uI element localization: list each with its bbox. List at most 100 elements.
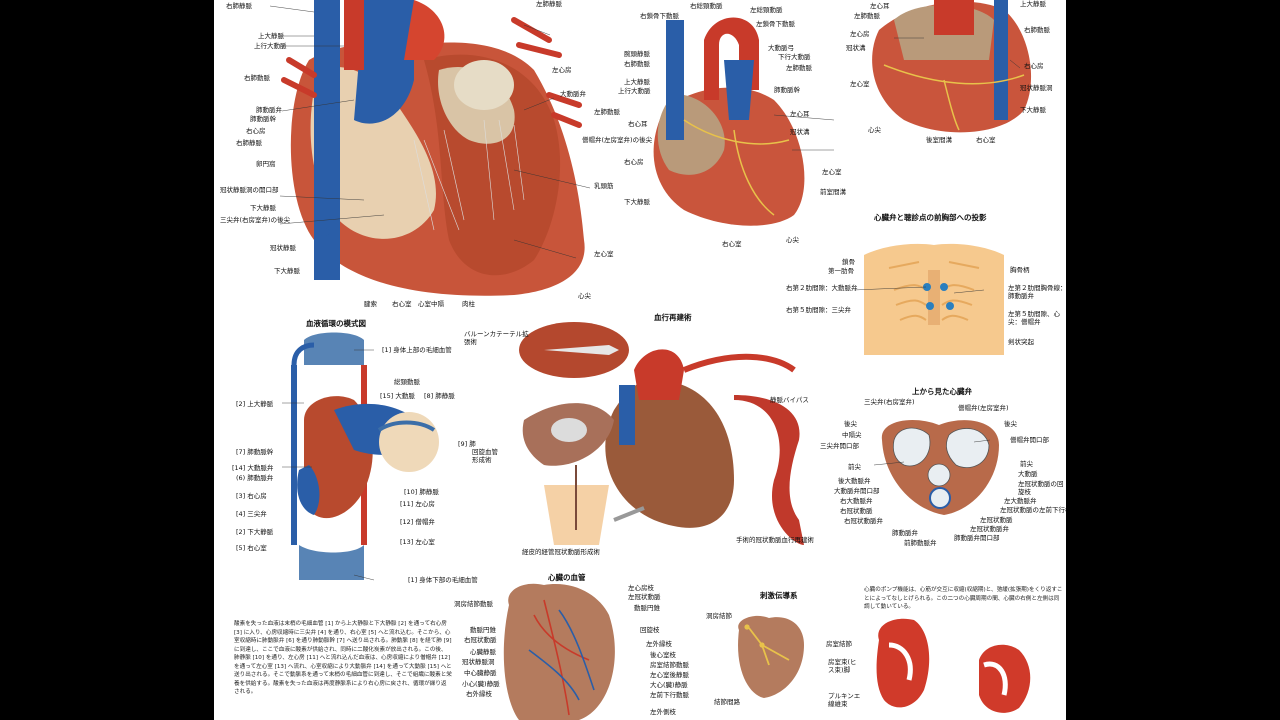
- label-front-pulmonary-trunk: 肺動脈幹: [774, 86, 800, 94]
- label-right-atrium: 右心房: [246, 127, 266, 135]
- valves-top-illustration: [881, 420, 999, 515]
- label-mitral-posterior: 僧帽弁(左房室弁)の後尖: [582, 136, 653, 144]
- label-tricuspid-posterior: 三尖弁(右房室弁)の後尖: [220, 216, 291, 224]
- label-circ-svc: [2] 上大静脈: [236, 400, 274, 408]
- label-aortic-valve: 大動脈弁: [560, 90, 586, 98]
- label-front-left-ventricle: 左心室: [822, 168, 842, 176]
- label-v-right-aortic: 右大動脈弁: [840, 497, 873, 505]
- label-c-conus: 動脈円錐: [634, 604, 660, 612]
- label-front-left-common-carotid: 左総頸動脈: [750, 6, 783, 14]
- leader-lines: [269, 5, 1021, 581]
- label-left-pulmonary-artery: 左肺動脈: [594, 108, 620, 116]
- label-v-tricuspid: 三尖弁(右房室弁): [864, 398, 915, 406]
- pump-note: 心臓のポンプ機能は、心筋が交互に収縮(収縮期)と、弛緩(拡張期)をくり返すことに…: [864, 587, 1063, 610]
- label-percutaneous: 経皮的経管冠状動脈形成術: [522, 548, 600, 556]
- label-c-left-marginal-b: 左外側枝: [650, 708, 676, 716]
- label-svc: 上大静脈: [258, 32, 284, 40]
- label-circ-tricuspid: [4] 三尖弁: [236, 510, 267, 518]
- label-back-right-atrium: 右心房: [1024, 62, 1044, 70]
- label-back-posterior-groove: 後室間溝: [926, 136, 952, 144]
- label-circ-lung: [9] 肺: [458, 440, 476, 448]
- label-right-pulmonary-artery: 右肺動脈: [244, 74, 270, 82]
- label-c-anterior-descending: 左前下行動脈: [650, 691, 689, 699]
- label-c-circumflex: 回旋枝: [640, 626, 660, 634]
- label-v-left-coronary-anterior: 左冠状動脈の左前下行枝: [1000, 506, 1066, 514]
- label-front-anterior-groove: 前室間溝: [820, 188, 846, 196]
- label-balloon: バルーンカテーテル拡張術: [464, 330, 529, 346]
- label-ivc-bottom: 下大静脈: [274, 267, 300, 275]
- label-c-small-cardiac: 中心臓静脈: [464, 669, 497, 677]
- label-back-right-pulmonary-artery: 右肺動脈: [1024, 26, 1050, 34]
- label-c-posterior-ventricular: 後心室枝: [650, 651, 676, 659]
- label-v-anterior: 前尖: [848, 463, 861, 471]
- label-v-aortic-opening: 大動脈弁開口部: [834, 487, 880, 495]
- label-back-apex: 心尖: [868, 126, 881, 134]
- auscultation-torso-illustration: [864, 243, 1004, 355]
- label-front-left-auricle: 左心耳: [790, 110, 810, 118]
- label-pulmonary-valve: 肺動脈弁: [256, 106, 282, 114]
- label-circ-left-ventricle: [13] 左心室: [400, 538, 435, 546]
- label-front-right-common-carotid: 右総頸動脈: [690, 2, 723, 10]
- label-septum: 心室中隔: [418, 300, 444, 308]
- label-c-left-coronary: 左冠状動脈: [628, 593, 661, 601]
- label-v-posterior-aortic: 後大動脈弁: [838, 477, 871, 485]
- label-back-left-atrium: 左心房: [850, 30, 870, 38]
- pump-cycle-illustration: [876, 618, 1031, 713]
- revascularization-illustration: [519, 322, 804, 545]
- label-circ-right-ventricle: [5] 右心室: [236, 544, 267, 552]
- label-back-ivc: 下大静脈: [1020, 106, 1046, 114]
- label-v-tricuspid-opening: 三尖弁開口部: [820, 442, 859, 450]
- label-front-right-auricle: 右心耳: [628, 120, 648, 128]
- label-common-carotid: 総頸動脈: [394, 378, 420, 386]
- label-back-coronary-sinus: 冠状静脈洞: [1020, 84, 1053, 92]
- label-av-node: 房室結節: [826, 640, 852, 648]
- label-circ-left-atrium: [11] 左心房: [400, 500, 435, 508]
- label-front-ascending-aorta: 上行大動脈: [618, 87, 651, 95]
- anatomy-poster: 右肺静脈 上大静脈 上行大動脈 右肺動脈 肺動脈弁 肺動脈幹 右心房 右肺静脈 …: [214, 0, 1066, 720]
- label-v-pulmonary-valve: 肺動脈弁: [892, 529, 918, 537]
- label-upper-capillary: [1] 身体上部の毛細血管: [382, 346, 452, 354]
- label-c-coronary-sinus: 冠状静脈洞: [462, 658, 495, 666]
- label-back-coronary-groove: 冠状溝: [846, 44, 866, 52]
- label-ivc: 下大静脈: [250, 204, 276, 212]
- label-right-ventricle: 右心室: [392, 300, 412, 308]
- label-c-great-vein: 大心(臓)静脈: [650, 681, 688, 689]
- label-back-left-pulmonary-artery: 左肺動脈: [854, 12, 880, 20]
- label-c-right-marginal: 右外縁枝: [466, 690, 492, 698]
- label-v-mitral: 僧帽弁(左房室弁): [958, 404, 1009, 412]
- coronary-vessels-illustration: [503, 583, 615, 720]
- label-left-atrium: 左心房: [552, 66, 572, 74]
- coronary-title: 心臓の血管: [548, 573, 586, 582]
- label-c-left-marginal: 左外縁枝: [646, 640, 672, 648]
- circulation-description: 酸素を失った血液は末梢の毛細血管 [1] から上大静脈と下大静脈 [2] を通っ…: [234, 621, 452, 695]
- label-circ-pulmonary-trunk: [7] 肺動脈幹: [236, 448, 274, 456]
- label-papillary-muscle: 乳頭筋: [594, 182, 614, 190]
- label-coronary-sinus: 冠状静脈: [270, 244, 296, 252]
- poster-artwork: [269, 0, 1032, 720]
- label-circ-mitral: [12] 僧帽弁: [400, 518, 435, 526]
- label-front-coronary-groove: 冠状溝: [790, 128, 810, 136]
- label-clavicle: 鎖骨: [842, 258, 855, 266]
- label-first-rib: 第一肋骨: [828, 267, 854, 275]
- heart-back-illustration: [872, 0, 1032, 133]
- label-left-2nd: 左第２肋間胸骨線：肺動脈弁: [1008, 284, 1066, 300]
- label-front-aortic-arch: 大動脈弓: [768, 44, 794, 52]
- heart-section-illustration: [281, 0, 585, 296]
- label-front-svc: 上大静脈: [624, 78, 650, 86]
- label-front-apex: 心尖: [786, 236, 799, 244]
- label-v-mitral-opening: 僧帽弁開口部: [1010, 436, 1049, 444]
- label-c-middle-cardiac: 小心(臓)静脈: [462, 680, 500, 688]
- label-circ-right-atrium: [3] 右心房: [236, 492, 267, 500]
- label-circ-ivc: [2] 下大静脈: [236, 528, 274, 536]
- label-c-left-circumflex: 左心房枝: [628, 584, 654, 592]
- label-front-ivc: 下大静脈: [624, 198, 650, 206]
- label-v-left-coronary: 左冠状動脈: [980, 516, 1013, 524]
- revascularization-title: 血行再建術: [654, 313, 692, 322]
- label-v-posterior-r: 後尖: [844, 420, 857, 428]
- label-purkinje: プルキンエ線維束: [828, 692, 861, 708]
- label-bundle: 房室束(ヒス束)脚: [828, 658, 857, 674]
- label-surgical: 手術的冠状動脈血行再建術: [736, 536, 814, 544]
- label-v-right-coronary: 右冠状動脈: [840, 507, 873, 515]
- label-back-right-ventricle: 右心室: [976, 136, 996, 144]
- label-circ-pulmonary-vein: [8] 肺静脈: [424, 392, 455, 400]
